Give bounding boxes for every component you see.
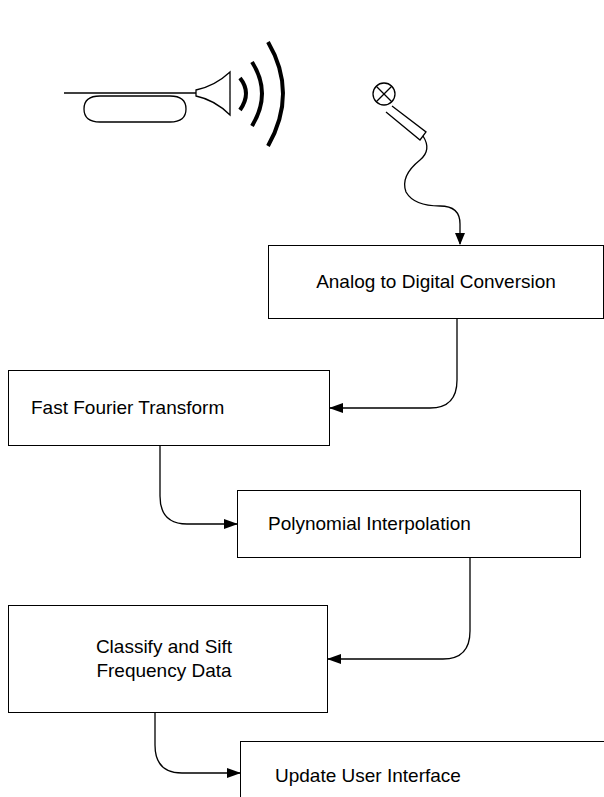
trumpet [64, 72, 230, 122]
box-label: Polynomial Interpolation [268, 512, 471, 536]
flow-arrow [155, 713, 240, 773]
box-label: Update User Interface [275, 764, 461, 788]
flow-arrow [328, 558, 470, 659]
flow-arrow [160, 446, 237, 524]
flow-arrow [330, 319, 457, 408]
sound-waves [240, 42, 283, 146]
process-box: Analog to Digital Conversion [268, 245, 604, 319]
microphone [373, 83, 460, 244]
process-box: Update User Interface [240, 741, 604, 797]
box-label: Classify and Sift Frequency Data [59, 635, 269, 683]
process-box: Classify and Sift Frequency Data [8, 605, 328, 713]
process-box: Fast Fourier Transform [8, 370, 330, 446]
box-label: Analog to Digital Conversion [316, 270, 556, 294]
box-label: Fast Fourier Transform [31, 396, 224, 420]
process-box: Polynomial Interpolation [237, 490, 581, 558]
